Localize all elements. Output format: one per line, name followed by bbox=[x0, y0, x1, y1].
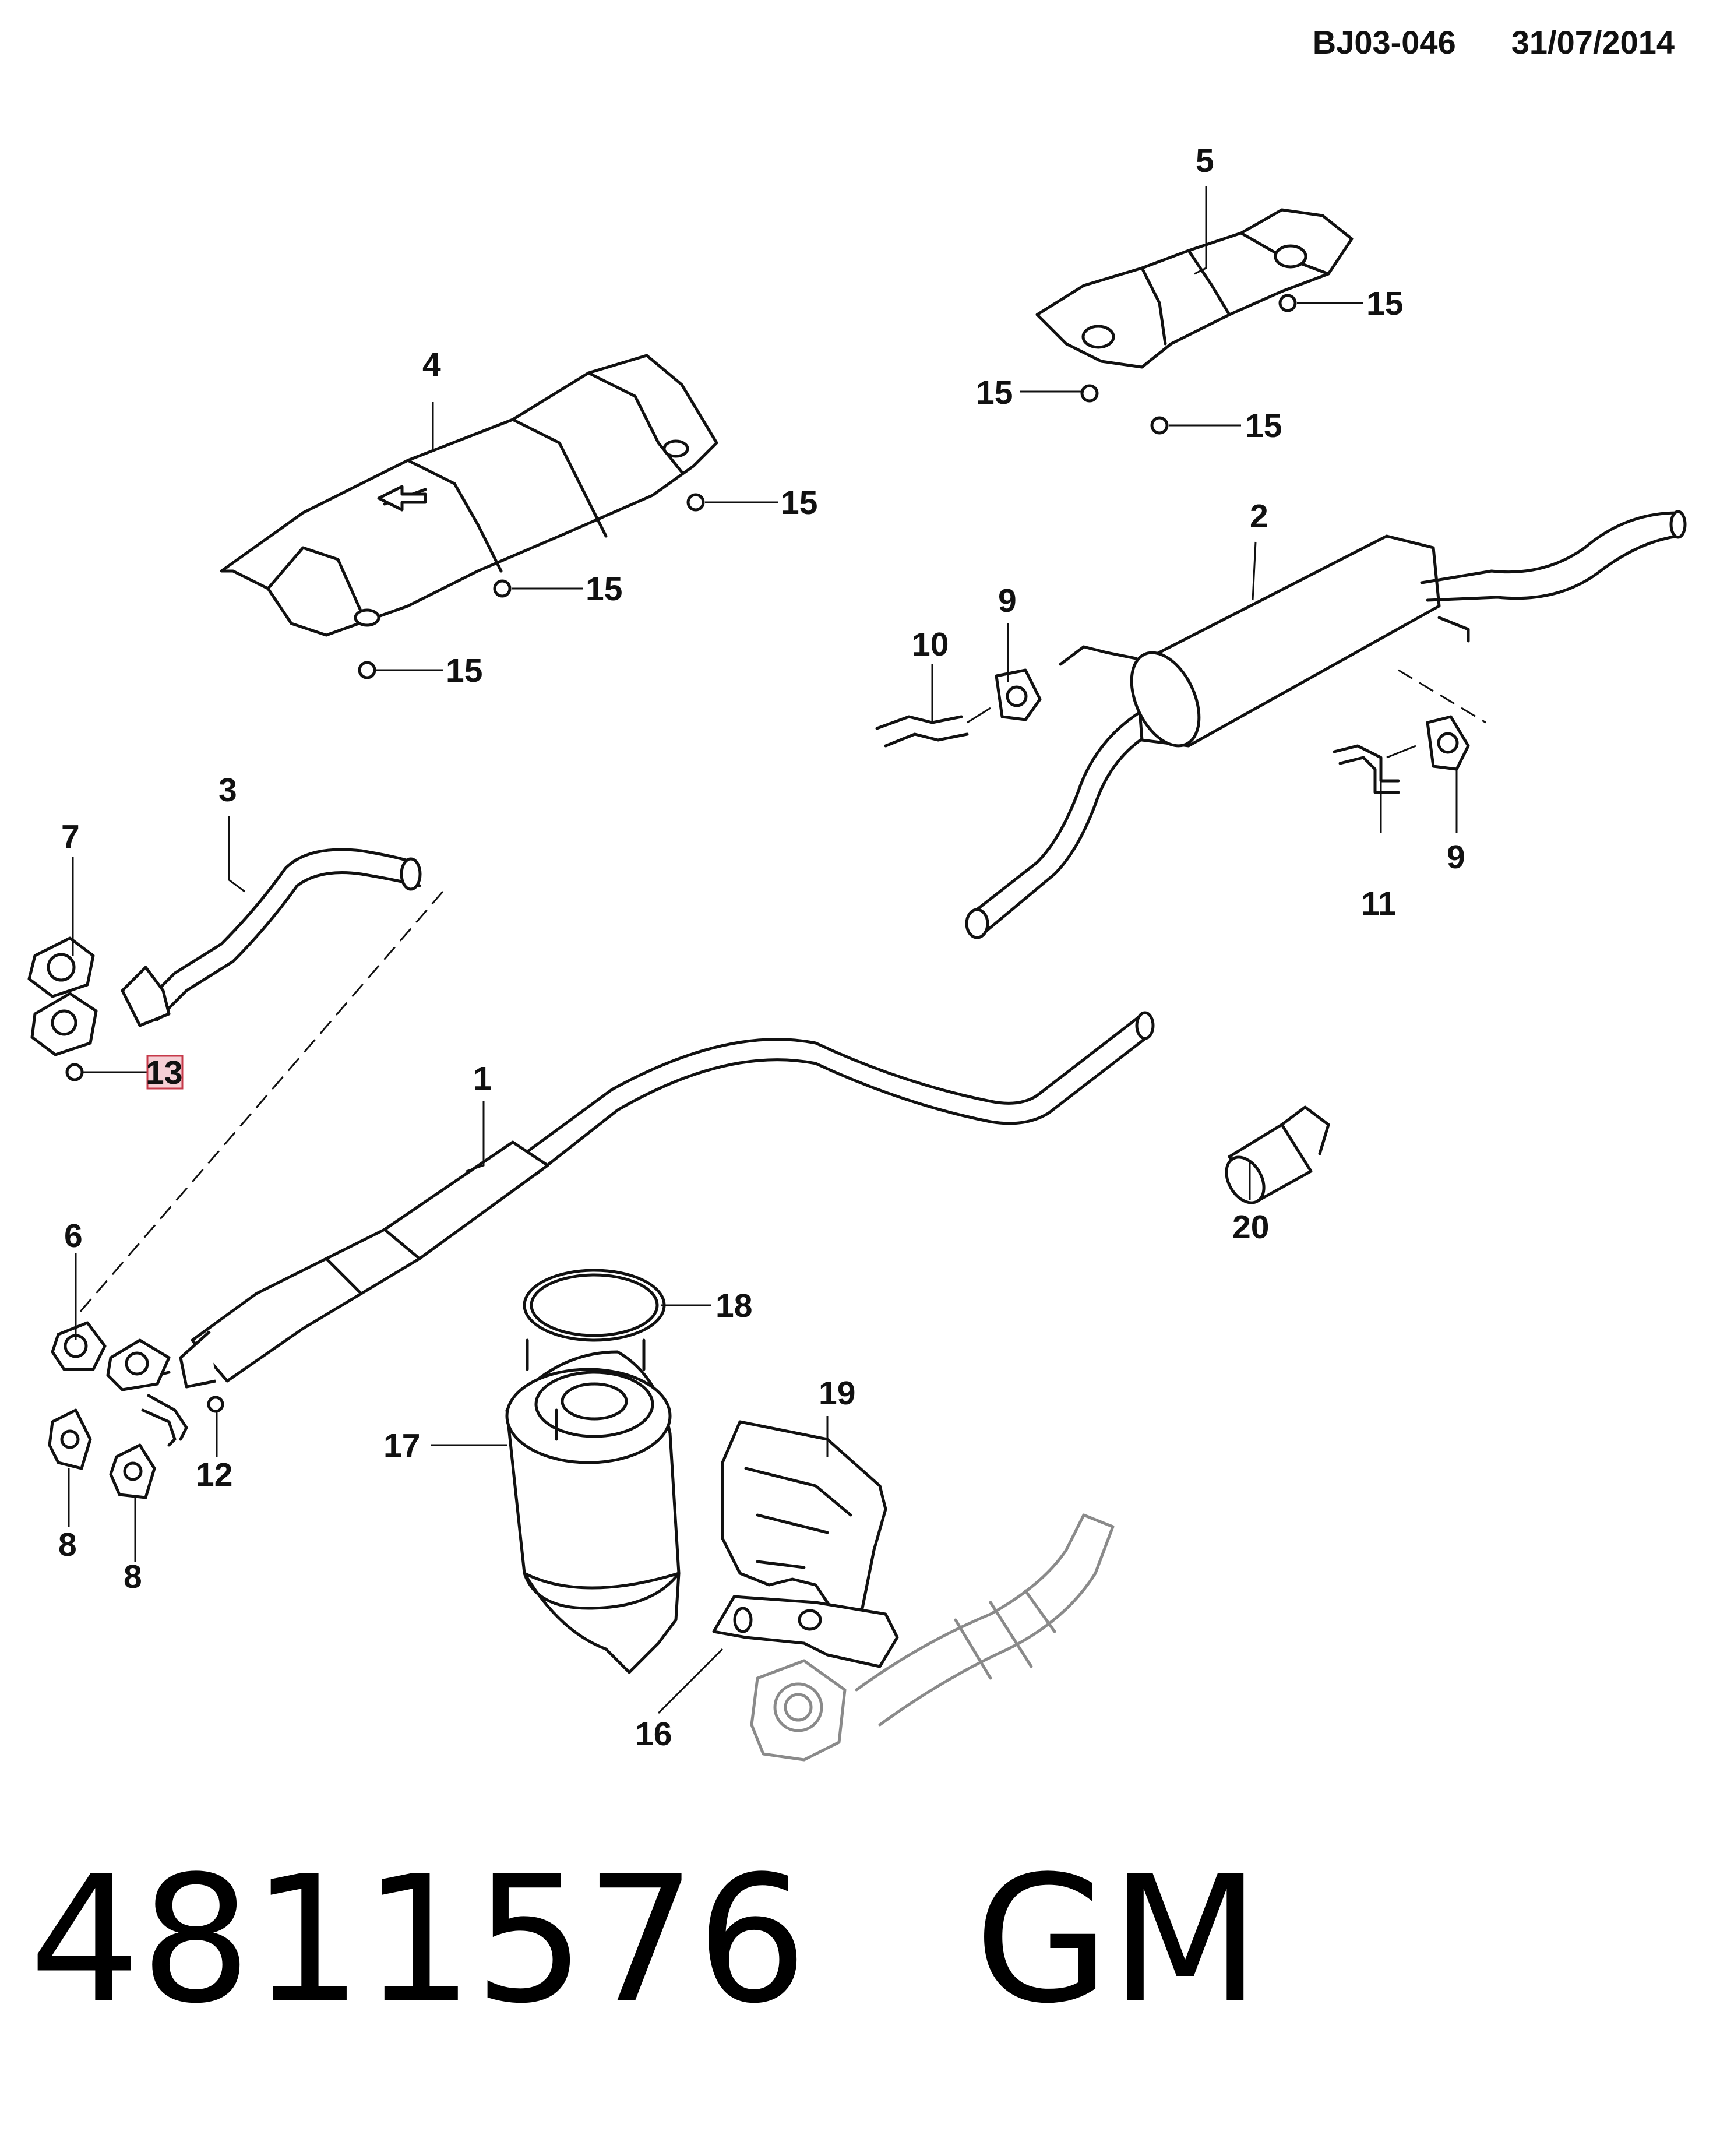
diagram-header: BJ03-046 31/07/2014 bbox=[1257, 23, 1675, 61]
callout-13-highlight bbox=[146, 1055, 184, 1090]
catalytic-converter-part-17 bbox=[505, 1338, 681, 1674]
heat-shield-front-part-4 bbox=[220, 354, 718, 637]
bracket-part-16 bbox=[712, 1595, 899, 1668]
callout-13: 13 bbox=[146, 1054, 182, 1091]
callout-15-shield4-middle: 15 bbox=[586, 570, 622, 608]
bracket-part-10 bbox=[875, 707, 991, 748]
callout-11: 11 bbox=[1361, 885, 1396, 922]
callout-7: 7 bbox=[61, 818, 80, 855]
bracket-part-11 bbox=[1333, 744, 1416, 794]
callout-16: 16 bbox=[635, 1715, 672, 1753]
heat-shield-rear-part-5 bbox=[1035, 208, 1354, 369]
gasket-part-7 bbox=[27, 936, 95, 998]
rear-muffler-part-2 bbox=[965, 510, 1687, 939]
callout-2: 2 bbox=[1250, 498, 1268, 535]
gasket-part-6 bbox=[51, 1321, 107, 1371]
callout-20: 20 bbox=[1232, 1209, 1269, 1246]
callout-19: 19 bbox=[819, 1375, 855, 1412]
clamp-part-20 bbox=[1225, 1105, 1330, 1204]
hanger-part-8-left bbox=[48, 1408, 92, 1470]
nut-part-13 bbox=[65, 1063, 149, 1081]
callout-3: 3 bbox=[218, 771, 237, 809]
part-number: 4811576 bbox=[29, 1838, 808, 2042]
gasket-ring-part-18 bbox=[523, 1269, 666, 1342]
callout-15-shield5-left: 15 bbox=[976, 374, 1013, 411]
callout-15-shield4-bottom: 15 bbox=[446, 652, 482, 689]
callout-4: 4 bbox=[422, 346, 441, 383]
part-number-caption: 4811576 GM bbox=[29, 1853, 1261, 2028]
callout-9-right: 9 bbox=[1447, 839, 1465, 876]
callout-6: 6 bbox=[64, 1217, 83, 1255]
callout-9-left: 9 bbox=[998, 582, 1017, 619]
main-exhaust-pipe-part-1 bbox=[138, 1011, 1155, 1389]
callout-15-shield5-bottom: 15 bbox=[1245, 407, 1282, 445]
callout-10: 10 bbox=[912, 626, 949, 663]
callout-8-right: 8 bbox=[124, 1558, 142, 1595]
leader-lines bbox=[68, 186, 1458, 1714]
flange-front-pipe bbox=[30, 992, 98, 1056]
brand-name: GM bbox=[974, 1838, 1261, 2042]
front-pipe-part-3 bbox=[75, 848, 444, 1317]
callouts: 1 2 3 4 5 6 7 8 8 9 9 10 11 12 13 15 15 … bbox=[58, 142, 1465, 1753]
callout-5: 5 bbox=[1196, 142, 1214, 179]
bracket-part-19 bbox=[721, 1420, 887, 1622]
callout-12: 12 bbox=[196, 1456, 232, 1493]
doc-date: 31/07/2014 bbox=[1511, 24, 1675, 61]
flange-cat-inlet bbox=[106, 1338, 171, 1391]
downpipe-background bbox=[750, 1513, 1115, 1762]
hanger-rubber-part-9-left bbox=[995, 668, 1042, 721]
nut-part-15-group bbox=[358, 294, 1363, 679]
callout-15-shield4-right: 15 bbox=[781, 484, 817, 522]
callout-8-left: 8 bbox=[58, 1526, 77, 1563]
hanger-rubber-part-9-right bbox=[1426, 715, 1470, 771]
callout-1: 1 bbox=[473, 1060, 492, 1097]
bracket-part-12 bbox=[141, 1394, 224, 1447]
callout-18: 18 bbox=[715, 1287, 752, 1324]
callout-17: 17 bbox=[383, 1427, 420, 1464]
hanger-part-8-right bbox=[109, 1443, 156, 1499]
callout-15-shield5-right: 15 bbox=[1366, 285, 1403, 322]
doc-code: BJ03-046 bbox=[1312, 24, 1456, 61]
